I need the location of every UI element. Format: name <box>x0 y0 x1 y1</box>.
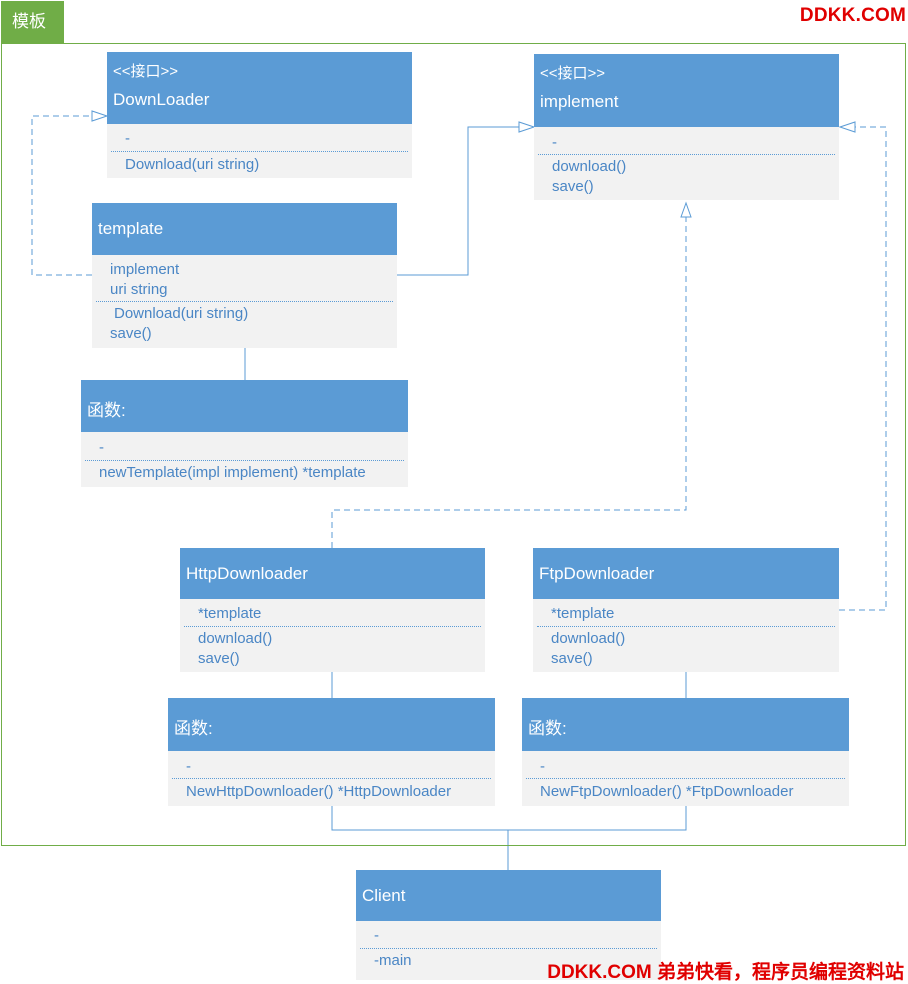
template-realizes-downloader <box>31 115 100 276</box>
client-class-box: Client - -main <box>356 870 661 980</box>
implement-interface-box: <<接口>> implement - download() save() <box>534 54 839 200</box>
watermark-top: DDKK.COM <box>799 5 906 26</box>
class-name: DownLoader <box>113 90 210 109</box>
watermark-bottom: DDKK.COM 弟弟快看，程序员编程资料站 <box>547 962 904 983</box>
template-functions-box: 函数: - newTemplate(impl implement) *templ… <box>81 380 408 487</box>
class-name: template <box>98 219 164 238</box>
separator <box>111 151 408 152</box>
template-uses-implement <box>397 126 520 276</box>
ftp-functions-box: 函数: - NewFtpDownloader() *FtpDownloader <box>522 698 849 806</box>
functions-header: 函数: <box>522 698 849 751</box>
separator <box>360 948 657 949</box>
separator <box>96 301 393 302</box>
functions-title: 函数: <box>528 719 567 738</box>
separator <box>172 778 491 779</box>
separator <box>184 626 481 627</box>
template-class-box: template implement uri string Download(u… <box>92 203 397 348</box>
attribute: *template <box>551 605 615 622</box>
functions-title: 函数: <box>174 719 213 738</box>
separator <box>526 778 845 779</box>
http-downloader-header: HttpDownloader <box>180 548 485 599</box>
method: download() <box>198 630 273 647</box>
separator <box>537 626 835 627</box>
class-name: implement <box>540 92 619 111</box>
method: -main <box>374 952 412 969</box>
http-downloader-class-box: HttpDownloader *template download() save… <box>180 548 485 672</box>
attribute: - <box>125 130 130 147</box>
template-frame <box>1 43 906 846</box>
funcs-to-client <box>331 806 687 831</box>
attribute: - <box>540 758 545 775</box>
frame-label: 模板 <box>1 1 64 43</box>
attribute: - <box>99 439 104 456</box>
http-functions-box: 函数: - NewHttpDownloader() *HttpDownloade… <box>168 698 495 806</box>
method: save() <box>110 325 152 342</box>
ftp-downloader-header: FtpDownloader <box>533 548 839 599</box>
realization-arrowhead <box>680 201 692 218</box>
method: Download(uri string) <box>114 305 249 322</box>
function: NewHttpDownloader() *HttpDownloader <box>186 783 452 800</box>
downloader-interface-box: <<接口>> DownLoader - Download(uri string) <box>107 52 412 178</box>
functions-header: 函数: <box>81 380 408 432</box>
functions-header: 函数: <box>168 698 495 751</box>
attribute: uri string <box>110 281 168 298</box>
ftp-realizes-implement <box>839 126 887 611</box>
attribute: - <box>186 758 191 775</box>
functions-title: 函数: <box>87 401 126 420</box>
implement-header: <<接口>> implement <box>534 54 839 127</box>
stereotype-label: <<接口>> <box>113 63 179 80</box>
method: save() <box>198 650 240 667</box>
attribute: implement <box>110 261 180 278</box>
association-arrowhead <box>518 121 536 133</box>
template-header: template <box>92 203 397 255</box>
attribute: - <box>374 927 379 944</box>
method: Download(uri string) <box>125 156 260 173</box>
function: newTemplate(impl implement) *template <box>99 464 366 481</box>
http-realizes-implement <box>331 216 687 548</box>
downloader-header: <<接口>> DownLoader <box>107 52 412 124</box>
class-name: Client <box>362 886 406 905</box>
ftp-downloader-class-box: FtpDownloader *template download() save(… <box>533 548 839 672</box>
attribute: - <box>552 134 557 151</box>
realization-arrowhead <box>91 110 109 122</box>
class-name: HttpDownloader <box>186 564 308 583</box>
method: download() <box>552 158 627 175</box>
method: save() <box>552 178 594 195</box>
separator <box>538 154 835 155</box>
attribute: *template <box>198 605 262 622</box>
separator <box>85 460 404 461</box>
method: download() <box>551 630 626 647</box>
method: save() <box>551 650 593 667</box>
stereotype-label: <<接口>> <box>540 65 606 82</box>
client-header: Client <box>356 870 661 921</box>
class-name: FtpDownloader <box>539 564 655 583</box>
function: NewFtpDownloader() *FtpDownloader <box>540 783 794 800</box>
realization-arrowhead <box>838 121 856 133</box>
